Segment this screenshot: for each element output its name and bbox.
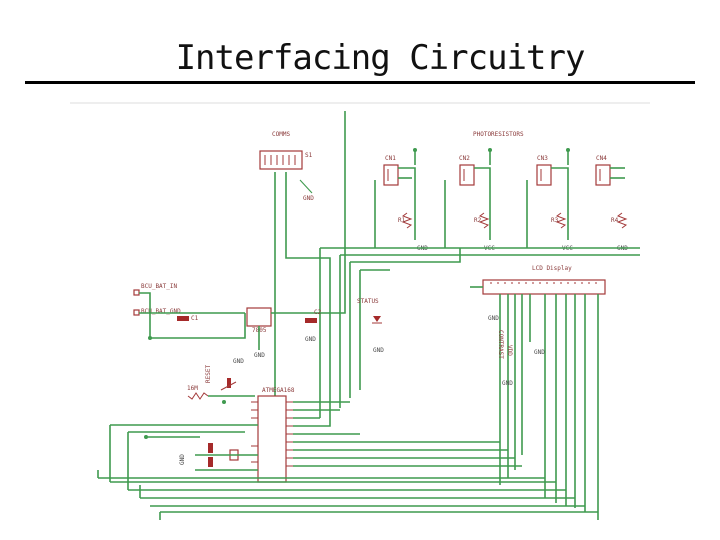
microcontroller	[251, 395, 293, 483]
voltage-regulator	[246, 307, 272, 327]
cn4-label: CN4	[596, 155, 607, 162]
lcd-display-label: LCD Display	[532, 265, 572, 272]
lcd-gnd2-label: GND	[534, 349, 545, 356]
c1-label: C1	[191, 315, 199, 322]
r1-label: R1	[398, 217, 406, 224]
mcu-gnd-label: GND	[179, 454, 186, 465]
lcd-display-connector	[482, 279, 606, 295]
slide-title: Interfacing Circuitry	[175, 38, 586, 78]
vreg-gnd-label: GND	[254, 352, 265, 359]
cn1-label: CN1	[385, 155, 396, 162]
comms-label: COMMS	[272, 131, 290, 138]
xtal-label: 16M	[187, 385, 198, 392]
r3-label: R3	[551, 217, 559, 224]
mcu-label: ATMEGA168	[262, 387, 295, 394]
reset-gnd-label: GND	[233, 358, 244, 365]
photoresistor-2	[459, 164, 490, 229]
photoresistor-1	[383, 164, 413, 229]
r2-label: R2	[474, 217, 482, 224]
c2-label: C2	[314, 309, 322, 316]
comms-gnd-label: GND	[303, 195, 314, 202]
photoresistors-label: PHOTORESISTORS	[473, 131, 524, 138]
vdd-label: VDD	[506, 345, 513, 356]
reset-label: RESET	[205, 365, 212, 383]
status-label: STATUS	[357, 298, 379, 305]
lcd-gnd3-label: GND	[502, 380, 513, 387]
capacitor-c2	[305, 318, 317, 323]
bat-gnd-label: BCU_BAT_GND	[141, 308, 181, 315]
comms-ref-label: S1	[305, 152, 313, 159]
c2-gnd-label: GND	[305, 336, 316, 343]
comms-connector	[259, 150, 303, 170]
photoresistor-3	[536, 164, 567, 229]
cn2-label: CN2	[459, 155, 470, 162]
capacitor-c1	[177, 316, 189, 321]
photoresistor-4	[595, 164, 628, 229]
status-led	[372, 316, 382, 324]
reset-switch	[220, 378, 237, 391]
lcd-gnd-label: GND	[488, 315, 499, 322]
contrast-label: CONTRAST	[497, 330, 504, 359]
cn3-label: CN3	[537, 155, 548, 162]
title-divider	[25, 81, 695, 84]
bat-in-label: BCU_BAT_IN	[141, 283, 178, 290]
led-gnd-label: GND	[373, 347, 384, 354]
r4-label: R4	[611, 217, 619, 224]
